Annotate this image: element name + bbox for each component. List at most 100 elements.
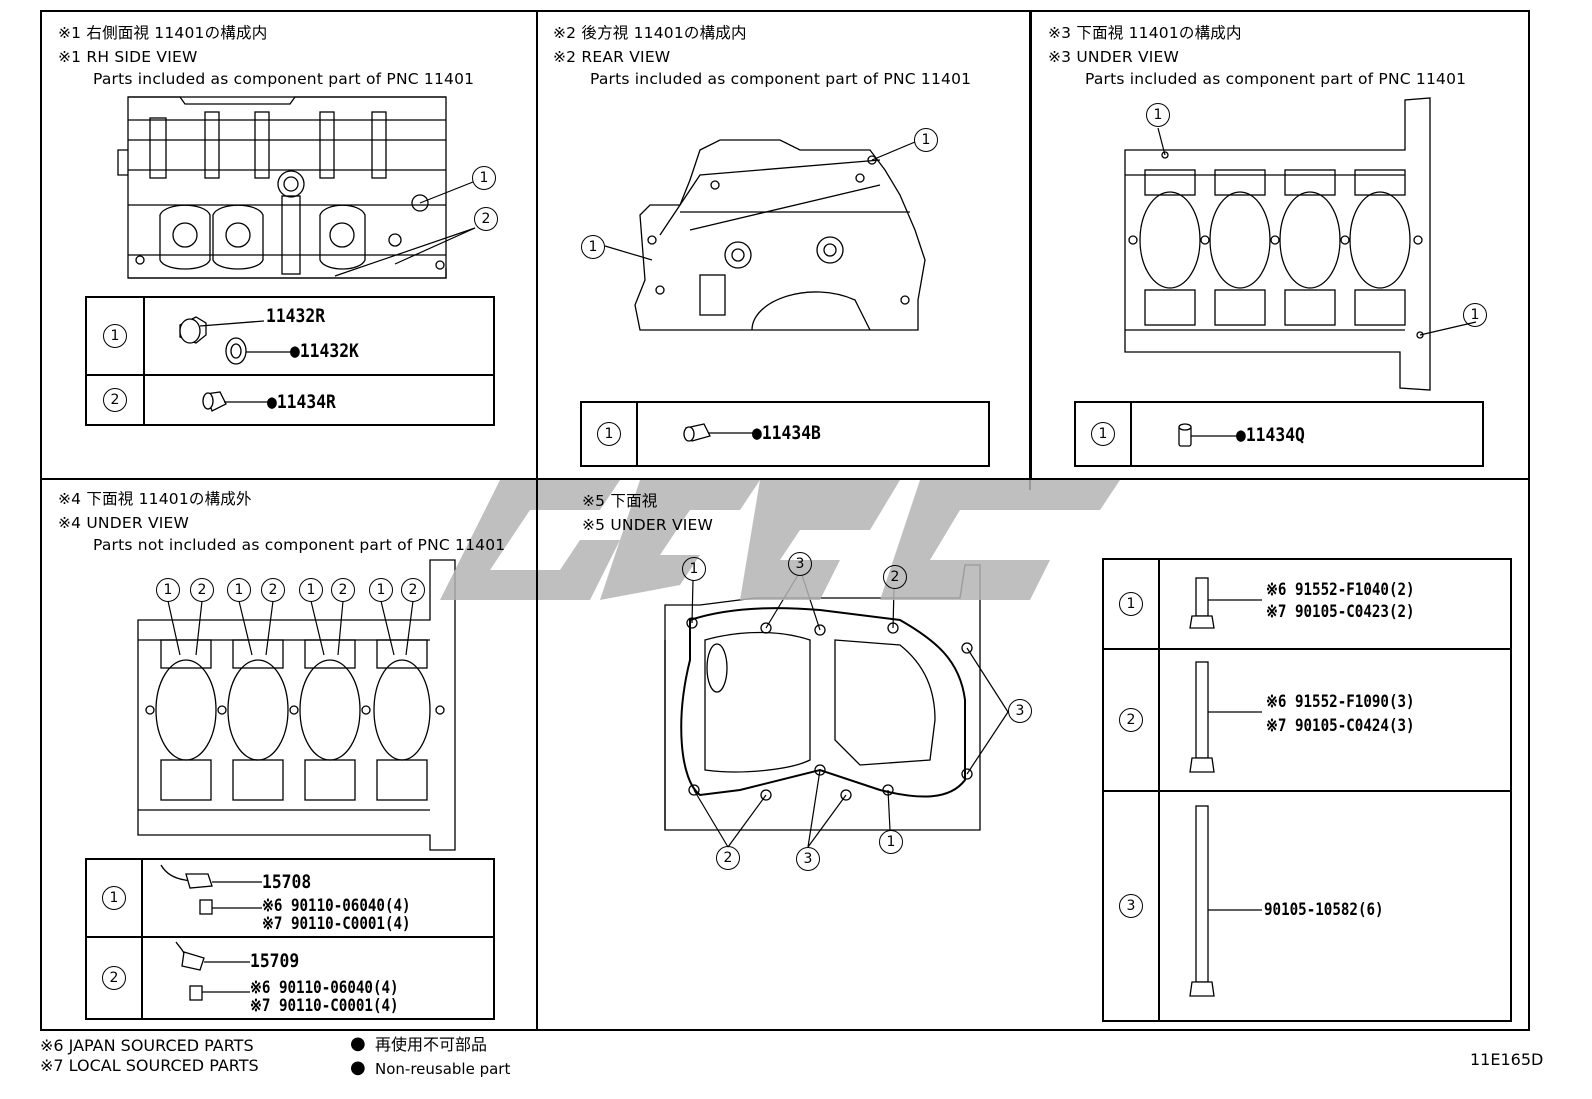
panel4-callout: 2 (331, 578, 355, 602)
ref-circle-1: 1 (1091, 422, 1115, 446)
panel4-callout: 2 (401, 578, 425, 602)
panel2-parts-table: 1 (580, 401, 990, 467)
ref-circle-2: 2 (102, 966, 126, 990)
ref-circle-3: 3 (1119, 894, 1143, 918)
panel5-callout: 2 (883, 565, 907, 589)
part-11434q: ●11434Q (1236, 424, 1305, 446)
panel2-title-jp: ※2 後方視 11401の構成内 (553, 24, 747, 42)
legend-bullet-icon: ● (350, 1033, 366, 1054)
panel1-callout-2: 2 (474, 207, 498, 231)
ref-circle-2: 2 (1119, 708, 1143, 732)
panel5-callout: 1 (682, 557, 706, 581)
part-91552-f1090: ※6 91552-F1090(3) (1266, 692, 1415, 711)
note-local-sourced: ※7 LOCAL SOURCED PARTS (40, 1056, 259, 1075)
panel1-callout-1: 1 (472, 166, 496, 190)
panel-under-view-5 (536, 478, 1530, 1031)
panel2-title-en: ※2 REAR VIEW (553, 48, 671, 66)
part-11434b: ●11434B (752, 422, 821, 444)
panel4-title-jp: ※4 下面視 11401の構成外 (58, 490, 252, 508)
part-11432k: ●11432K (290, 340, 359, 362)
part-90105-c0424: ※7 90105-C0424(3) (1266, 716, 1415, 735)
panel5-title-jp: ※5 下面視 (582, 492, 658, 510)
ref-cell: 1 (85, 858, 143, 938)
panel3-callout-right: 1 (1463, 303, 1487, 327)
ref-cell: 2 (1102, 648, 1160, 792)
panel4-callout: 1 (299, 578, 323, 602)
figure-code: 11E165D (1470, 1050, 1544, 1069)
panel1-title-jp: ※1 右側面視 11401の構成内 (58, 24, 268, 42)
legend-jp: 再使用不可部品 (375, 1035, 488, 1054)
panel4-callout: 2 (190, 578, 214, 602)
panel5-callout: 1 (879, 830, 903, 854)
parts-cell (636, 401, 990, 467)
panel3-subtitle: Parts included as component part of PNC … (1085, 70, 1467, 88)
parts-cell (143, 374, 495, 426)
panel5-callout: 2 (716, 846, 740, 870)
panel3-callout-top: 1 (1146, 103, 1170, 127)
ref-cell: 1 (1074, 401, 1132, 467)
panel4-subtitle: Parts not included as component part of … (93, 536, 506, 554)
ref-circle-1: 1 (102, 886, 126, 910)
ref-cell: 1 (85, 296, 145, 376)
panel3-title-jp: ※3 下面視 11401の構成内 (1048, 24, 1242, 42)
legend-en: Non-reusable part (375, 1060, 511, 1078)
panel4-callout: 1 (156, 578, 180, 602)
panel5-callout: 3 (796, 847, 820, 871)
part-11432r: 11432R (266, 305, 326, 327)
part-90105-10582: 90105-10582(6) (1264, 900, 1384, 919)
part-90105-c0423: ※7 90105-C0423(2) (1266, 602, 1415, 621)
part-90110-06040: ※6 90110-06040(4) (250, 978, 399, 997)
ref-cell: 2 (85, 374, 145, 426)
panel5-title-en: ※5 UNDER VIEW (582, 516, 714, 534)
panel3-title-en: ※3 UNDER VIEW (1048, 48, 1180, 66)
parts-cell (1158, 648, 1512, 792)
parts-cell (1158, 558, 1512, 650)
ref-circle-2: 2 (103, 388, 127, 412)
engine-under-view-drawing (1124, 97, 1431, 391)
engine-under-view-drawing-4 (137, 559, 456, 851)
ref-circle-1: 1 (597, 422, 621, 446)
panel1-subtitle: Parts included as component part of PNC … (93, 70, 475, 88)
panel5-callout: 3 (1008, 699, 1032, 723)
panel1-leaders (334, 181, 476, 277)
parts-cell (141, 858, 495, 938)
parts-cell (1158, 790, 1512, 1022)
panel1-parts-table: 1 2 (85, 296, 495, 426)
panel4-title-en: ※4 UNDER VIEW (58, 514, 190, 532)
ref-cell: 2 (85, 936, 143, 1020)
panel4-callout: 1 (227, 578, 251, 602)
note-japan-sourced: ※6 JAPAN SOURCED PARTS (40, 1036, 254, 1055)
panel4-parts-table: 1 2 (85, 858, 495, 1020)
part-90110-06040: ※6 90110-06040(4) (262, 896, 411, 915)
parts-cell (143, 296, 495, 376)
panel5-callout: 3 (788, 552, 812, 576)
ref-circle-1: 1 (1119, 592, 1143, 616)
panel2-leaders (604, 141, 916, 261)
parts-cell (141, 936, 495, 1020)
watermark-logo (440, 480, 1120, 600)
panel4-callout: 1 (369, 578, 393, 602)
part-90110-c0001: ※7 90110-C0001(4) (262, 914, 411, 933)
panel2-subtitle: Parts included as component part of PNC … (590, 70, 972, 88)
part-90110-c0001: ※7 90110-C0001(4) (250, 996, 399, 1015)
legend-bullet-icon: ● (350, 1057, 366, 1078)
ref-cell: 3 (1102, 790, 1160, 1022)
ref-circle-1: 1 (103, 324, 127, 348)
panel5-parts-table: 1 2 3 (1102, 558, 1512, 1022)
engine-rh-side-drawing (117, 96, 447, 279)
part-91552-f1040: ※6 91552-F1040(2) (1266, 580, 1415, 599)
part-11434r: ●11434R (267, 391, 336, 413)
part-15708: 15708 (262, 871, 312, 893)
ref-cell: 1 (580, 401, 638, 467)
parts-cell (1130, 401, 1484, 467)
panel2-callout-top: 1 (914, 128, 938, 152)
panel3-parts-table: 1 (1074, 401, 1484, 467)
panel4-callout: 2 (261, 578, 285, 602)
ref-cell: 1 (1102, 558, 1160, 650)
engine-rear-drawing (634, 139, 926, 331)
part-15709: 15709 (250, 950, 300, 972)
panel1-title-en: ※1 RH SIDE VIEW (58, 48, 198, 66)
panel2-callout-left: 1 (581, 235, 605, 259)
panel4-leaders (167, 600, 414, 656)
